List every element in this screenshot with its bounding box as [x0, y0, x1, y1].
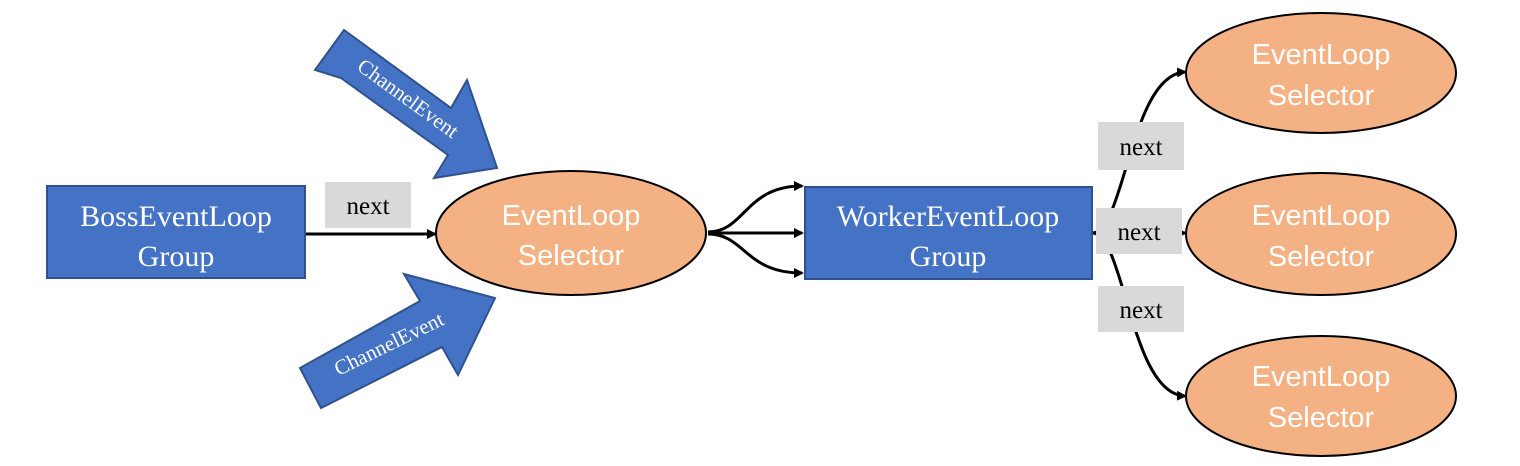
worker-eventloop-group: WorkerEventLoop Group [804, 186, 1093, 280]
worker-next-label-top: next [1098, 122, 1184, 170]
worker-next-text-mid: next [1117, 219, 1160, 246]
boss-next-text: next [346, 193, 389, 220]
selector-to-worker-edge-top [707, 181, 804, 234]
worker-eventloop-selector-3: EventLoop Selector [1185, 335, 1457, 457]
boss-eventloop-selector: EventLoop Selector [435, 170, 707, 296]
worker-selector-3-line1: EventLoop [1252, 361, 1391, 393]
worker-selector-2-line1: EventLoop [1252, 200, 1391, 232]
selector-to-worker-edge-bottom [707, 232, 804, 278]
boss-next-label: next [325, 182, 411, 228]
boss-selector-line1: EventLoop [502, 200, 641, 232]
worker-selector-1-line1: EventLoop [1252, 39, 1391, 71]
worker-next-text-top: next [1119, 134, 1162, 161]
boss-selector-line2: Selector [518, 240, 625, 272]
worker-next-text-bottom: next [1119, 297, 1162, 324]
boss-eventloop-group: BossEventLoop Group [46, 185, 306, 279]
worker-eventloop-selector-1: EventLoop Selector [1185, 12, 1457, 134]
worker-next-label-bottom: next [1098, 286, 1184, 332]
worker-group-line2: Group [910, 240, 987, 273]
worker-eventloop-selector-2: EventLoop Selector [1185, 172, 1457, 296]
worker-selector-2-line2: Selector [1268, 241, 1375, 273]
worker-next-label-mid: next [1096, 208, 1182, 254]
worker-selector-1-line2: Selector [1268, 80, 1375, 112]
boss-group-line1: BossEventLoop [80, 200, 272, 233]
channel-event-arrow-top: ChannelEvent [313, 28, 499, 180]
worker-selector-3-line2: Selector [1268, 402, 1375, 434]
boss-group-line2: Group [138, 240, 215, 273]
channel-event-arrow-bottom: ChannelEvent [298, 272, 497, 410]
worker-group-line1: WorkerEventLoop [837, 200, 1060, 233]
